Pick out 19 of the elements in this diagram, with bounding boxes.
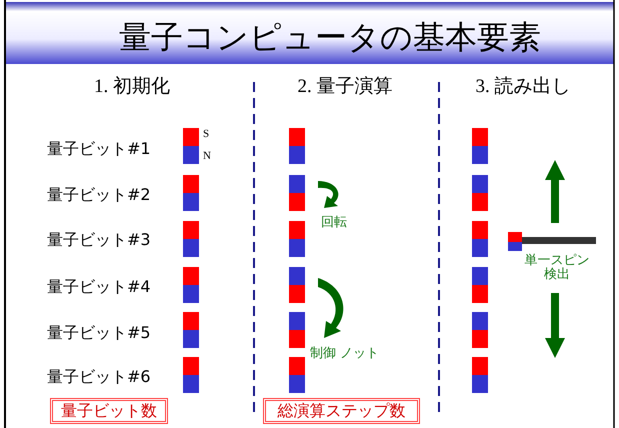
qubit-label: 量子ビット#2 [47,186,151,204]
qubit-label: 量子ビット#6 [47,368,151,386]
operation-label: 制御 ノット [310,347,380,362]
qubit-label: 量子ビット#5 [47,324,151,342]
pole-label: N [203,150,211,162]
column-heading: 2. 量子演算 [298,77,392,98]
box-text: 総演算ステップ数 [278,400,406,422]
column-heading: 3. 読み出し [476,77,570,98]
pole-label: S [203,128,210,140]
operation-label: 単一スピン検出 [524,254,590,283]
slide-title: 量子コンピュータの基本要素 [119,20,541,56]
column-heading: 1. 初期化 [94,77,170,98]
qubit-label: 量子ビット#4 [47,278,151,296]
box-text: 量子ビット数 [61,400,157,422]
count-box [263,398,420,424]
count-box [50,398,168,424]
qubit-label: 量子ビット#1 [47,140,151,158]
operation-label: 回転 [321,216,347,230]
qubit-label: 量子ビット#3 [47,231,151,249]
